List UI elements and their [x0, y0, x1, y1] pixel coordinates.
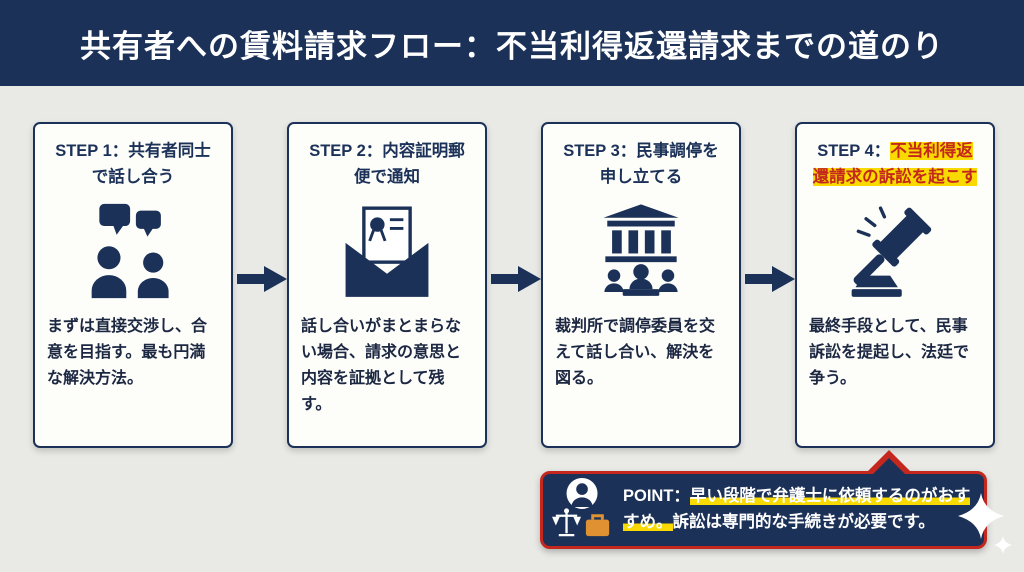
callout-tail-icon [865, 450, 913, 475]
lawyer-scales-icon [551, 477, 615, 544]
step4-title: STEP 4：不当利得返還請求の訴訟を起こす [809, 138, 981, 194]
step3-description: 裁判所で調停委員を交えて話し合い、解決を図る。 [555, 318, 716, 387]
gavel-icon [809, 194, 981, 310]
sparkle-small-icon [994, 536, 1012, 559]
courthouse-mediation-icon [555, 194, 727, 310]
step1-title: STEP 1：共有者同士で話し合う [55, 142, 211, 187]
sparkle-icon [958, 493, 1004, 544]
step3-title: STEP 3：民事調停を申し立てる [563, 142, 719, 187]
certified-mail-icon [301, 194, 473, 310]
header-banner: 共有者への賃料請求フロー：不当利得返還請求までの道のり [0, 0, 1024, 86]
point-label: POINT： [623, 487, 690, 506]
point-rest-text: 訴訟は専門的な手続きが必要です。 [672, 513, 935, 531]
arrow-right-icon [237, 266, 287, 292]
step4-title-prefix: STEP 4： [817, 142, 891, 160]
step2-card: STEP 2：内容証明郵便で通知 話し合いがまとまらない場合、請求の意思と内容を… [287, 122, 487, 448]
step1-card: STEP 1：共有者同士で話し合う まずは直接交渉し、合意を目指す。最も円満な解… [33, 122, 233, 448]
page-title: 共有者への賃料請求フロー：不当利得返還請求までの道のり [80, 28, 944, 64]
point-text: POINT：早い段階で弁護士に依頼するのがおすすめ。訴訟は専門的な手続きが必要で… [623, 484, 972, 535]
step2-description: 話し合いがまとまらない場合、請求の意思と内容を証拠として残す。 [301, 318, 462, 413]
discussion-people-icon [47, 194, 219, 310]
point-callout: POINT：早い段階で弁護士に依頼するのがおすすめ。訴訟は専門的な手続きが必要で… [540, 450, 987, 549]
step2-title: STEP 2：内容証明郵便で通知 [309, 142, 465, 187]
step4-description: 最終手段として、民事訴訟を提起し、法廷で争う。 [809, 318, 970, 387]
step3-card: STEP 3：民事調停を申し立てる [541, 122, 741, 448]
arrow-right-icon [745, 266, 795, 292]
arrow-right-icon [491, 266, 541, 292]
step4-card: STEP 4：不当利得返還請求の訴訟を起こす 最終手段として、民事訴訟を提起し、… [795, 122, 995, 448]
step1-description: まずは直接交渉し、合意を目指す。最も円満な解決方法。 [47, 318, 208, 387]
